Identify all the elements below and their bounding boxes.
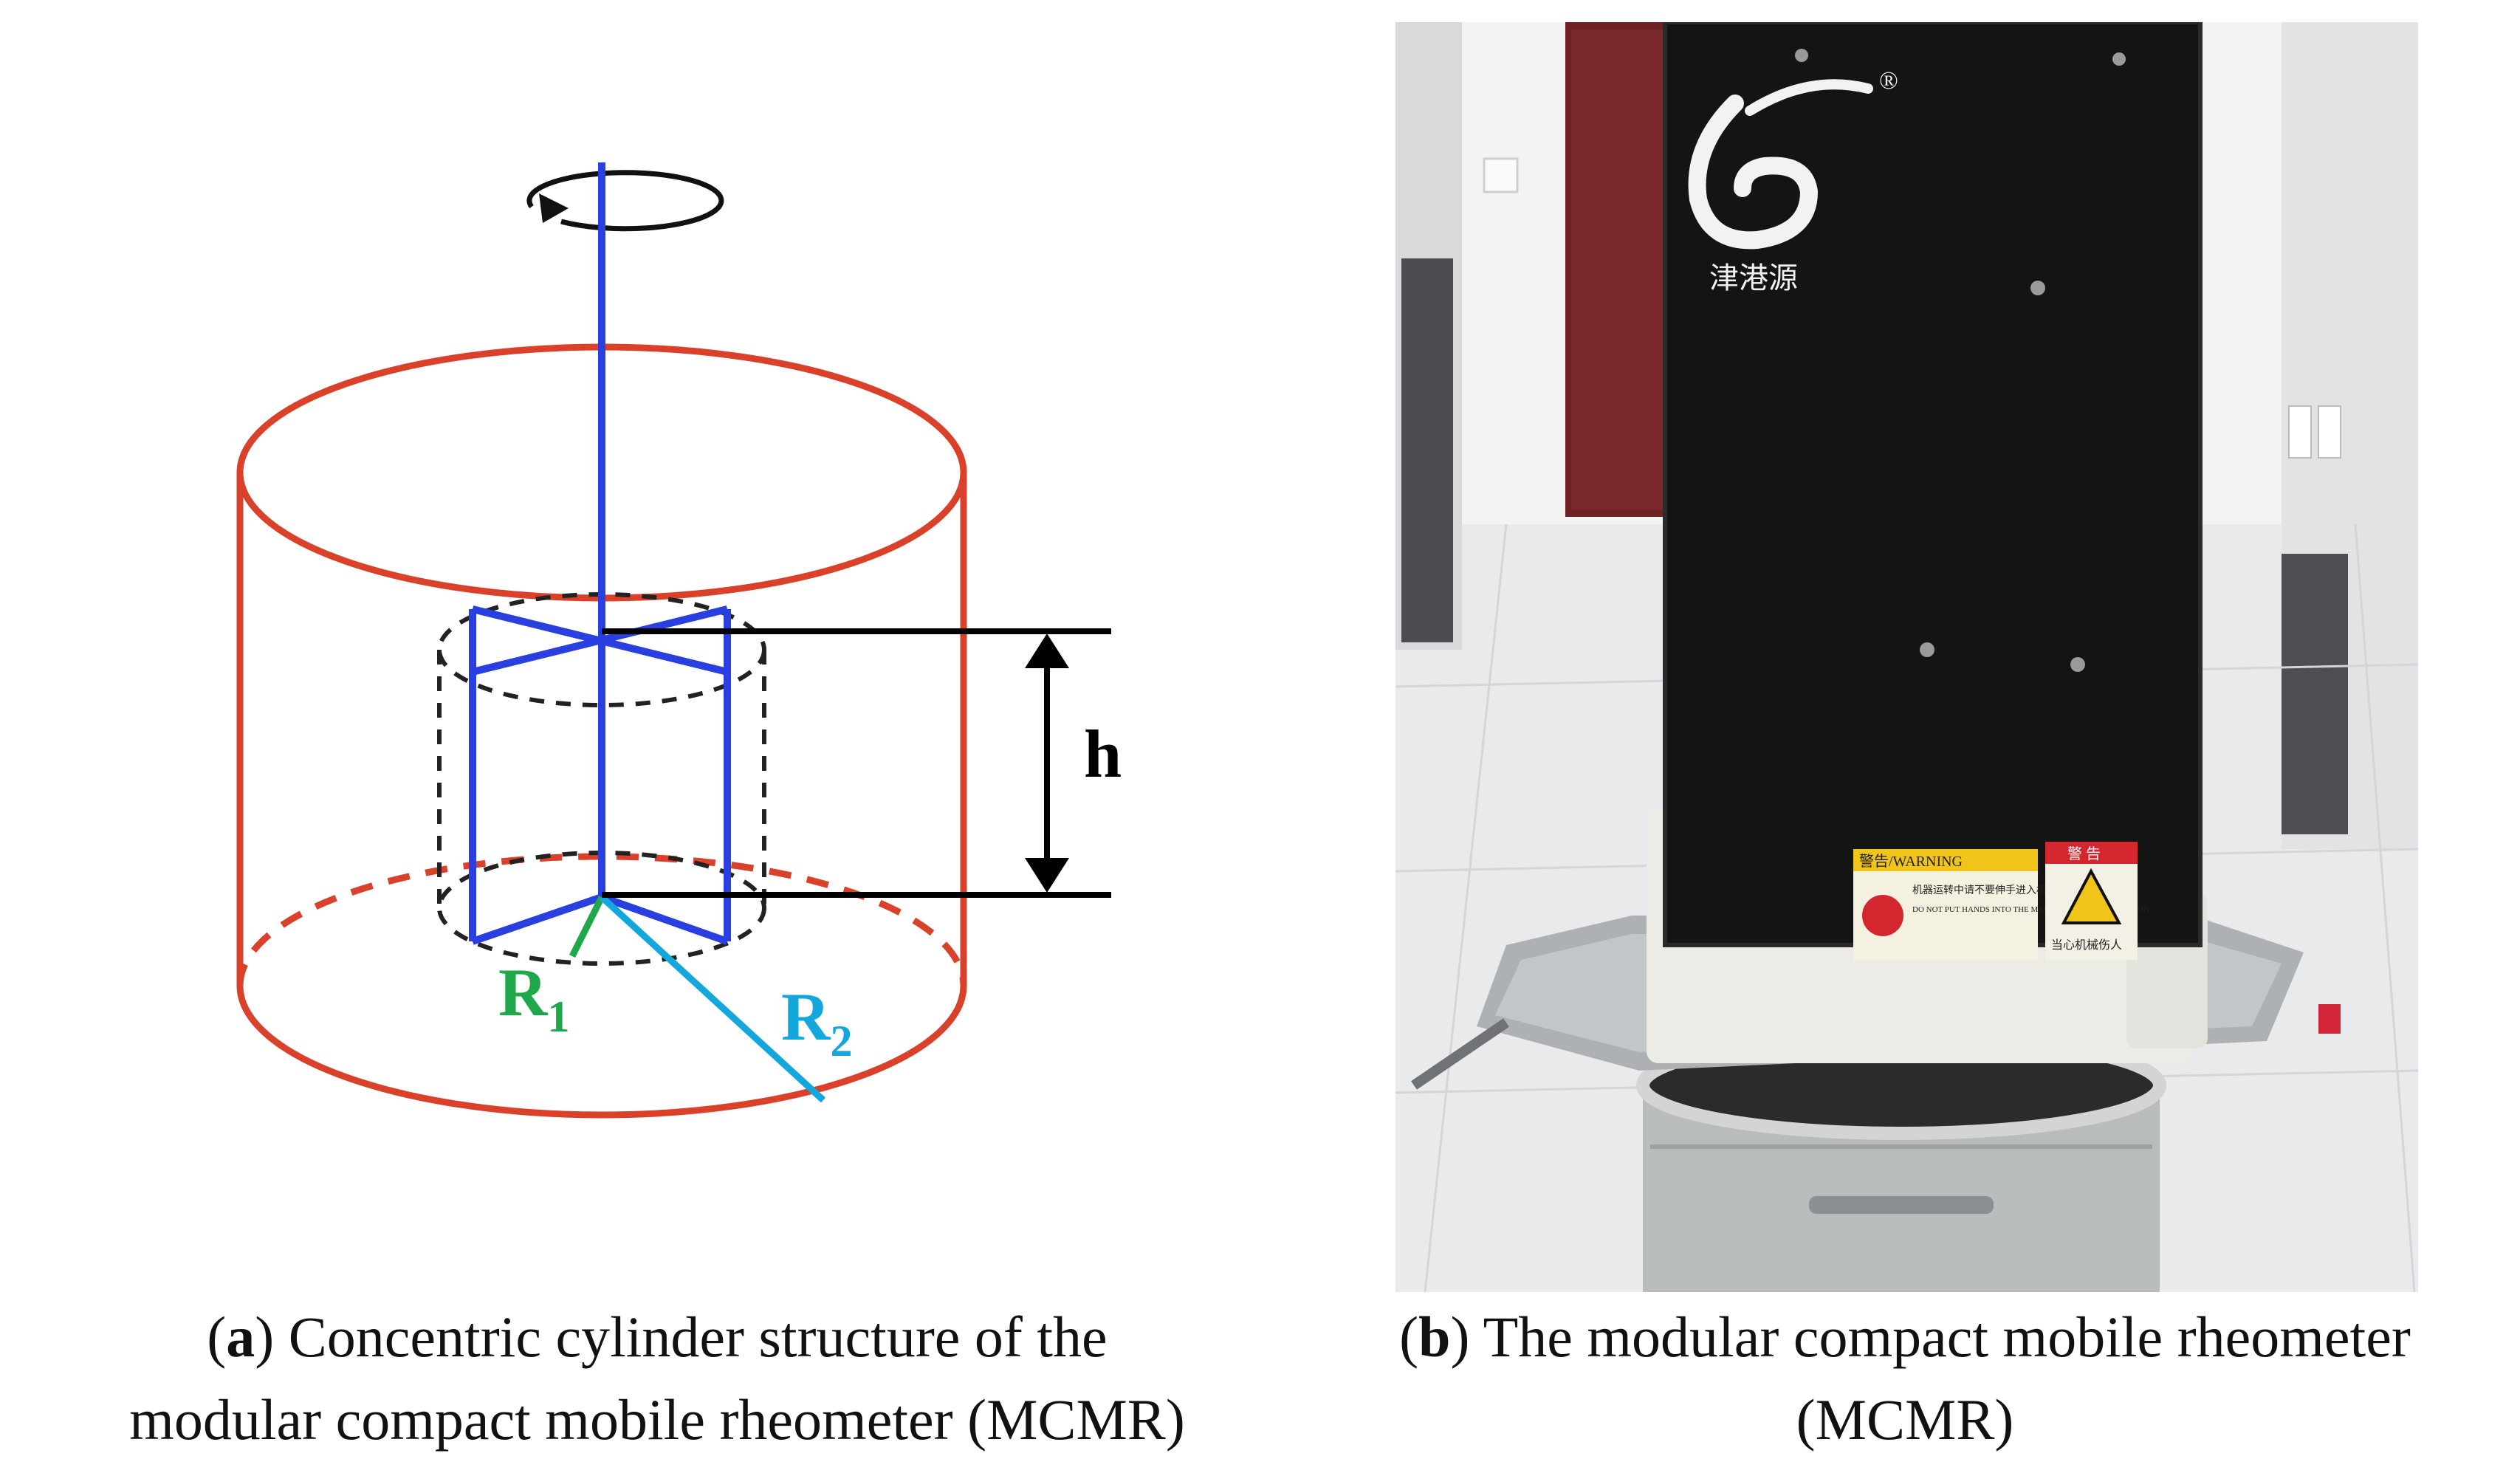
caption-b-line2: (MCMR): [1796, 1387, 2014, 1452]
caption-b-line1: The modular compact mobile rheometer: [1483, 1305, 2411, 1369]
brand-text: 津港源: [1709, 261, 1798, 295]
svg-text:当心机械伤人: 当心机械伤人: [2051, 938, 2122, 952]
rotation-arrowhead: [539, 193, 569, 223]
registered-mark: ®: [1879, 67, 1898, 95]
r1-radius-line: [569, 895, 605, 958]
svg-text:警告/WARNING: 警告/WARNING: [1859, 853, 1963, 870]
rheometer-photo: 津港源 ® 警告/WARNING 机器运转中请不要伸手进入机器内部 DO NOT…: [1395, 20, 2419, 1293]
diagram-svg: h R1 R2: [236, 162, 1122, 1119]
caption-a-letter: a: [226, 1305, 255, 1369]
concentric-cylinder-diagram: h R1 R2: [0, 0, 1373, 1299]
svg-text:警 告: 警 告: [2067, 845, 2101, 862]
device-body: [1663, 20, 2203, 947]
stainless-pot: [1636, 1031, 2166, 1292]
r2-radius-line: [599, 894, 826, 1103]
height-dimension: [602, 628, 1111, 898]
caption-a-line1: Concentric cylinder structure of the: [288, 1305, 1108, 1369]
height-label: h: [1084, 716, 1122, 792]
caption-b: (b) The modular compact mobile rheometer…: [1399, 1305, 2411, 1452]
brand-logo: 津港源 ®: [1688, 67, 1898, 295]
warning-label: 警告/WARNING 机器运转中请不要伸手进入机器内部 DO NOT PUT H…: [1853, 849, 2149, 960]
caption-a-line2: modular compact mobile rheometer (MCMR): [129, 1387, 1185, 1452]
svg-text:机器运转中请不要伸手进入机器内部: 机器运转中请不要伸手进入机器内部: [1912, 885, 2078, 896]
caption-a: (a) Concentric cylinder structure of the…: [129, 1305, 1185, 1452]
vane-rotor: [469, 162, 731, 945]
caution-label: 警 告 当心机械伤人: [2045, 842, 2138, 960]
photo-svg: 津港源 ® 警告/WARNING 机器运转中请不要伸手进入机器内部 DO NOT…: [1395, 20, 2419, 1293]
caption-b-letter: b: [1418, 1305, 1451, 1369]
r2-label: R2: [781, 979, 852, 1065]
r1-label: R1: [498, 955, 569, 1041]
rotation-arrow-icon: [526, 170, 724, 232]
